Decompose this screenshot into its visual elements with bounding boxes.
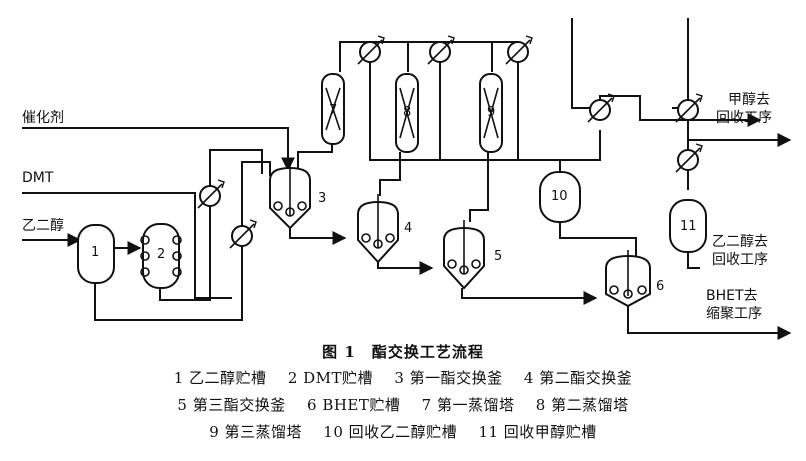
reflux-header [369,50,601,161]
heat-exchanger-icon [427,35,455,65]
heat-exchanger-icon [505,35,533,65]
bhet-output-label-1: BHET去 [706,288,758,304]
figure-title: 图 1 酯交换工艺流程 [322,343,484,361]
r3-to-c7-line [297,142,333,168]
unit-number-8: 8 [403,105,412,120]
unit-number-7: 7 [329,103,338,118]
r3-to-r4-line [289,228,347,245]
bhet-outlet-line [627,304,792,340]
second-distillation-column [395,73,419,153]
legend-item: 5 第三酯交换釜 [177,396,286,414]
legend-item: 7 第一蒸馏塔 [421,396,515,414]
dmt-storage-tank [140,223,182,289]
catalyst-feed-line [22,127,295,172]
third-transesterification-reactor [443,220,485,290]
tank2-outlet-line [159,149,263,301]
legend-item: 9 第三蒸馏塔 [209,423,303,441]
recovered-glycol-tank [539,171,581,223]
glycol-feed-label: 乙二醇 [22,218,64,234]
r5-to-tank6-line [461,288,598,305]
dmt-feed-label: DMT [22,170,54,186]
legend-item: 11 回收甲醇贮槽 [478,423,597,441]
unit-number-10: 10 [551,189,568,204]
unit-number-9: 9 [487,105,496,120]
r5-to-c9-line [469,152,489,222]
bhet-storage-tank [605,250,651,308]
dmt-feed-line [22,192,232,299]
recovered-methanol-tank [669,199,707,253]
catalyst-feed-label: 催化剂 [22,110,64,126]
glycol-output-label-2: 回收工序 [712,252,768,268]
unit-number-6: 6 [656,279,665,294]
legend-item: 3 第一酯交换釜 [394,369,503,387]
unit-number-3: 3 [318,191,327,206]
methanol-output-label-2: 回收工序 [716,110,772,126]
tank11-outlet-line [687,250,700,269]
unit-number-1: 1 [91,245,100,260]
tank1-outlet-line [94,250,243,321]
legend-item: 2 DMT贮槽 [287,369,374,387]
legend-row-1: 1 乙二醇贮槽 2 DMT贮槽 3 第一酯交换釜 4 第二酯交换釜 [0,368,806,388]
first-transesterification-reactor [269,158,311,230]
legend-row-3: 9 第三蒸馏塔 10 回收乙二醇贮槽 11 回收甲醇贮槽 [0,422,806,442]
glycol-heater-line [241,161,271,250]
vent-stack-1 [571,18,592,109]
methanol-output-label-1: 甲醇去 [728,92,770,108]
unit-number-2: 2 [157,247,166,262]
r4-to-r5-line [377,261,434,275]
first-distillation-column [321,73,345,145]
third-distillation-column [479,73,503,153]
tank10-outlet-line [559,220,637,256]
process-flow-diagram [22,18,792,340]
unit-number-11: 11 [680,219,697,234]
second-transesterification-reactor [357,194,399,264]
unit-number-4: 4 [404,221,413,236]
legend-item: 8 第二蒸馏塔 [535,396,629,414]
glycol-output-label-1: 乙二醇去 [712,234,768,250]
unit-number-5: 5 [494,249,503,264]
heat-exchanger-icon [357,35,385,65]
legend-item: 4 第二酯交换釜 [523,369,633,387]
legend-item: 10 回收乙二醇贮槽 [323,423,458,441]
legend-item: 1 乙二醇贮槽 [173,369,267,387]
legend-item: 6 BHET贮槽 [307,396,401,414]
glycol-storage-tank [77,224,115,284]
legend-row-2: 5 第三酯交换釜 6 BHET贮槽 7 第一蒸馏塔 8 第二蒸馏塔 [0,395,806,415]
r4-to-c8-line [379,152,401,196]
bhet-output-label-2: 缩聚工序 [706,306,762,322]
